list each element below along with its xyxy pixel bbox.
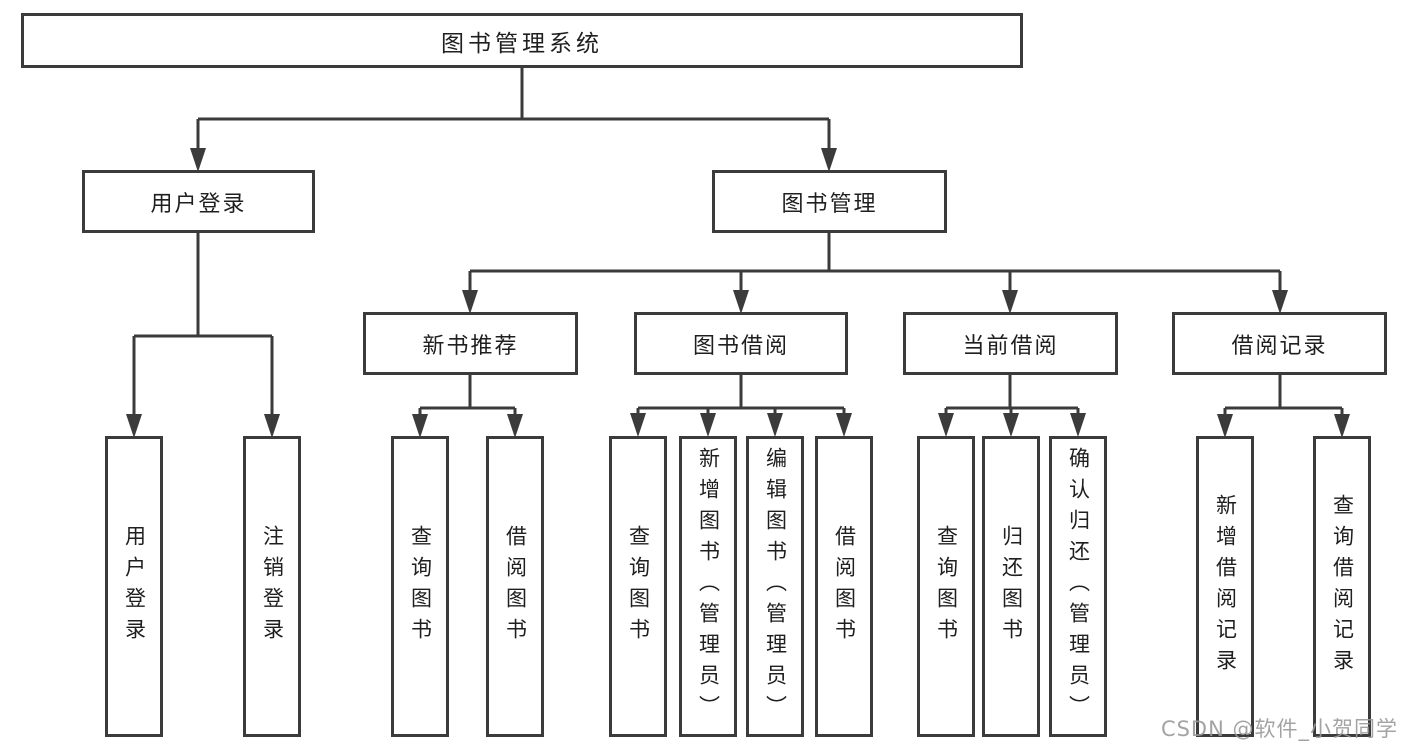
node-label: 确认归还（管理员）: [1066, 447, 1091, 726]
leaf-borrow-books-recommend: 借阅图书: [486, 436, 544, 737]
node-book-management: 图书管理: [712, 170, 947, 233]
leaf-add-borrow-record: 新增借阅记录: [1196, 436, 1254, 737]
node-user-login: 用户登录: [82, 170, 315, 233]
node-label: 借阅图书: [832, 524, 857, 649]
node-label: 注销登录: [260, 524, 285, 649]
node-label: 借阅图书: [503, 524, 528, 649]
csdn-watermark: CSDN @软件_小贺同学: [1160, 717, 1398, 741]
node-label: 查询图书: [934, 524, 959, 649]
node-label: 新增图书（管理员）: [696, 447, 721, 726]
node-library-management-system: 图书管理系统: [21, 13, 1023, 68]
leaf-confirm-return-admin: 确认归还（管理员）: [1049, 436, 1107, 737]
leaf-query-books-borrowing: 查询图书: [609, 436, 667, 737]
node-label: 查询借阅记录: [1330, 493, 1355, 680]
node-label: 归还图书: [999, 524, 1024, 649]
leaf-add-book-admin: 新增图书（管理员）: [679, 436, 737, 737]
node-label: 新增借阅记录: [1213, 493, 1238, 680]
leaf-return-books: 归还图书: [982, 436, 1040, 737]
leaf-query-books-current: 查询图书: [917, 436, 975, 737]
leaf-edit-book-admin: 编辑图书（管理员）: [746, 436, 804, 737]
node-label: 查询图书: [626, 524, 651, 649]
node-current-borrowing: 当前借阅: [903, 312, 1118, 375]
leaf-query-borrow-record: 查询借阅记录: [1313, 436, 1371, 737]
leaf-borrow-books: 借阅图书: [815, 436, 873, 737]
leaf-logout: 注销登录: [243, 436, 301, 737]
leaf-user-login: 用户登录: [105, 436, 163, 737]
leaf-query-books-recommend: 查询图书: [391, 436, 449, 737]
node-label: 查询图书: [408, 524, 433, 649]
node-new-book-recommend: 新书推荐: [363, 312, 578, 375]
node-book-borrowing: 图书借阅: [634, 312, 848, 375]
node-borrowing-records: 借阅记录: [1172, 312, 1387, 375]
node-label: 用户登录: [122, 524, 147, 649]
node-label: 编辑图书（管理员）: [763, 447, 788, 726]
